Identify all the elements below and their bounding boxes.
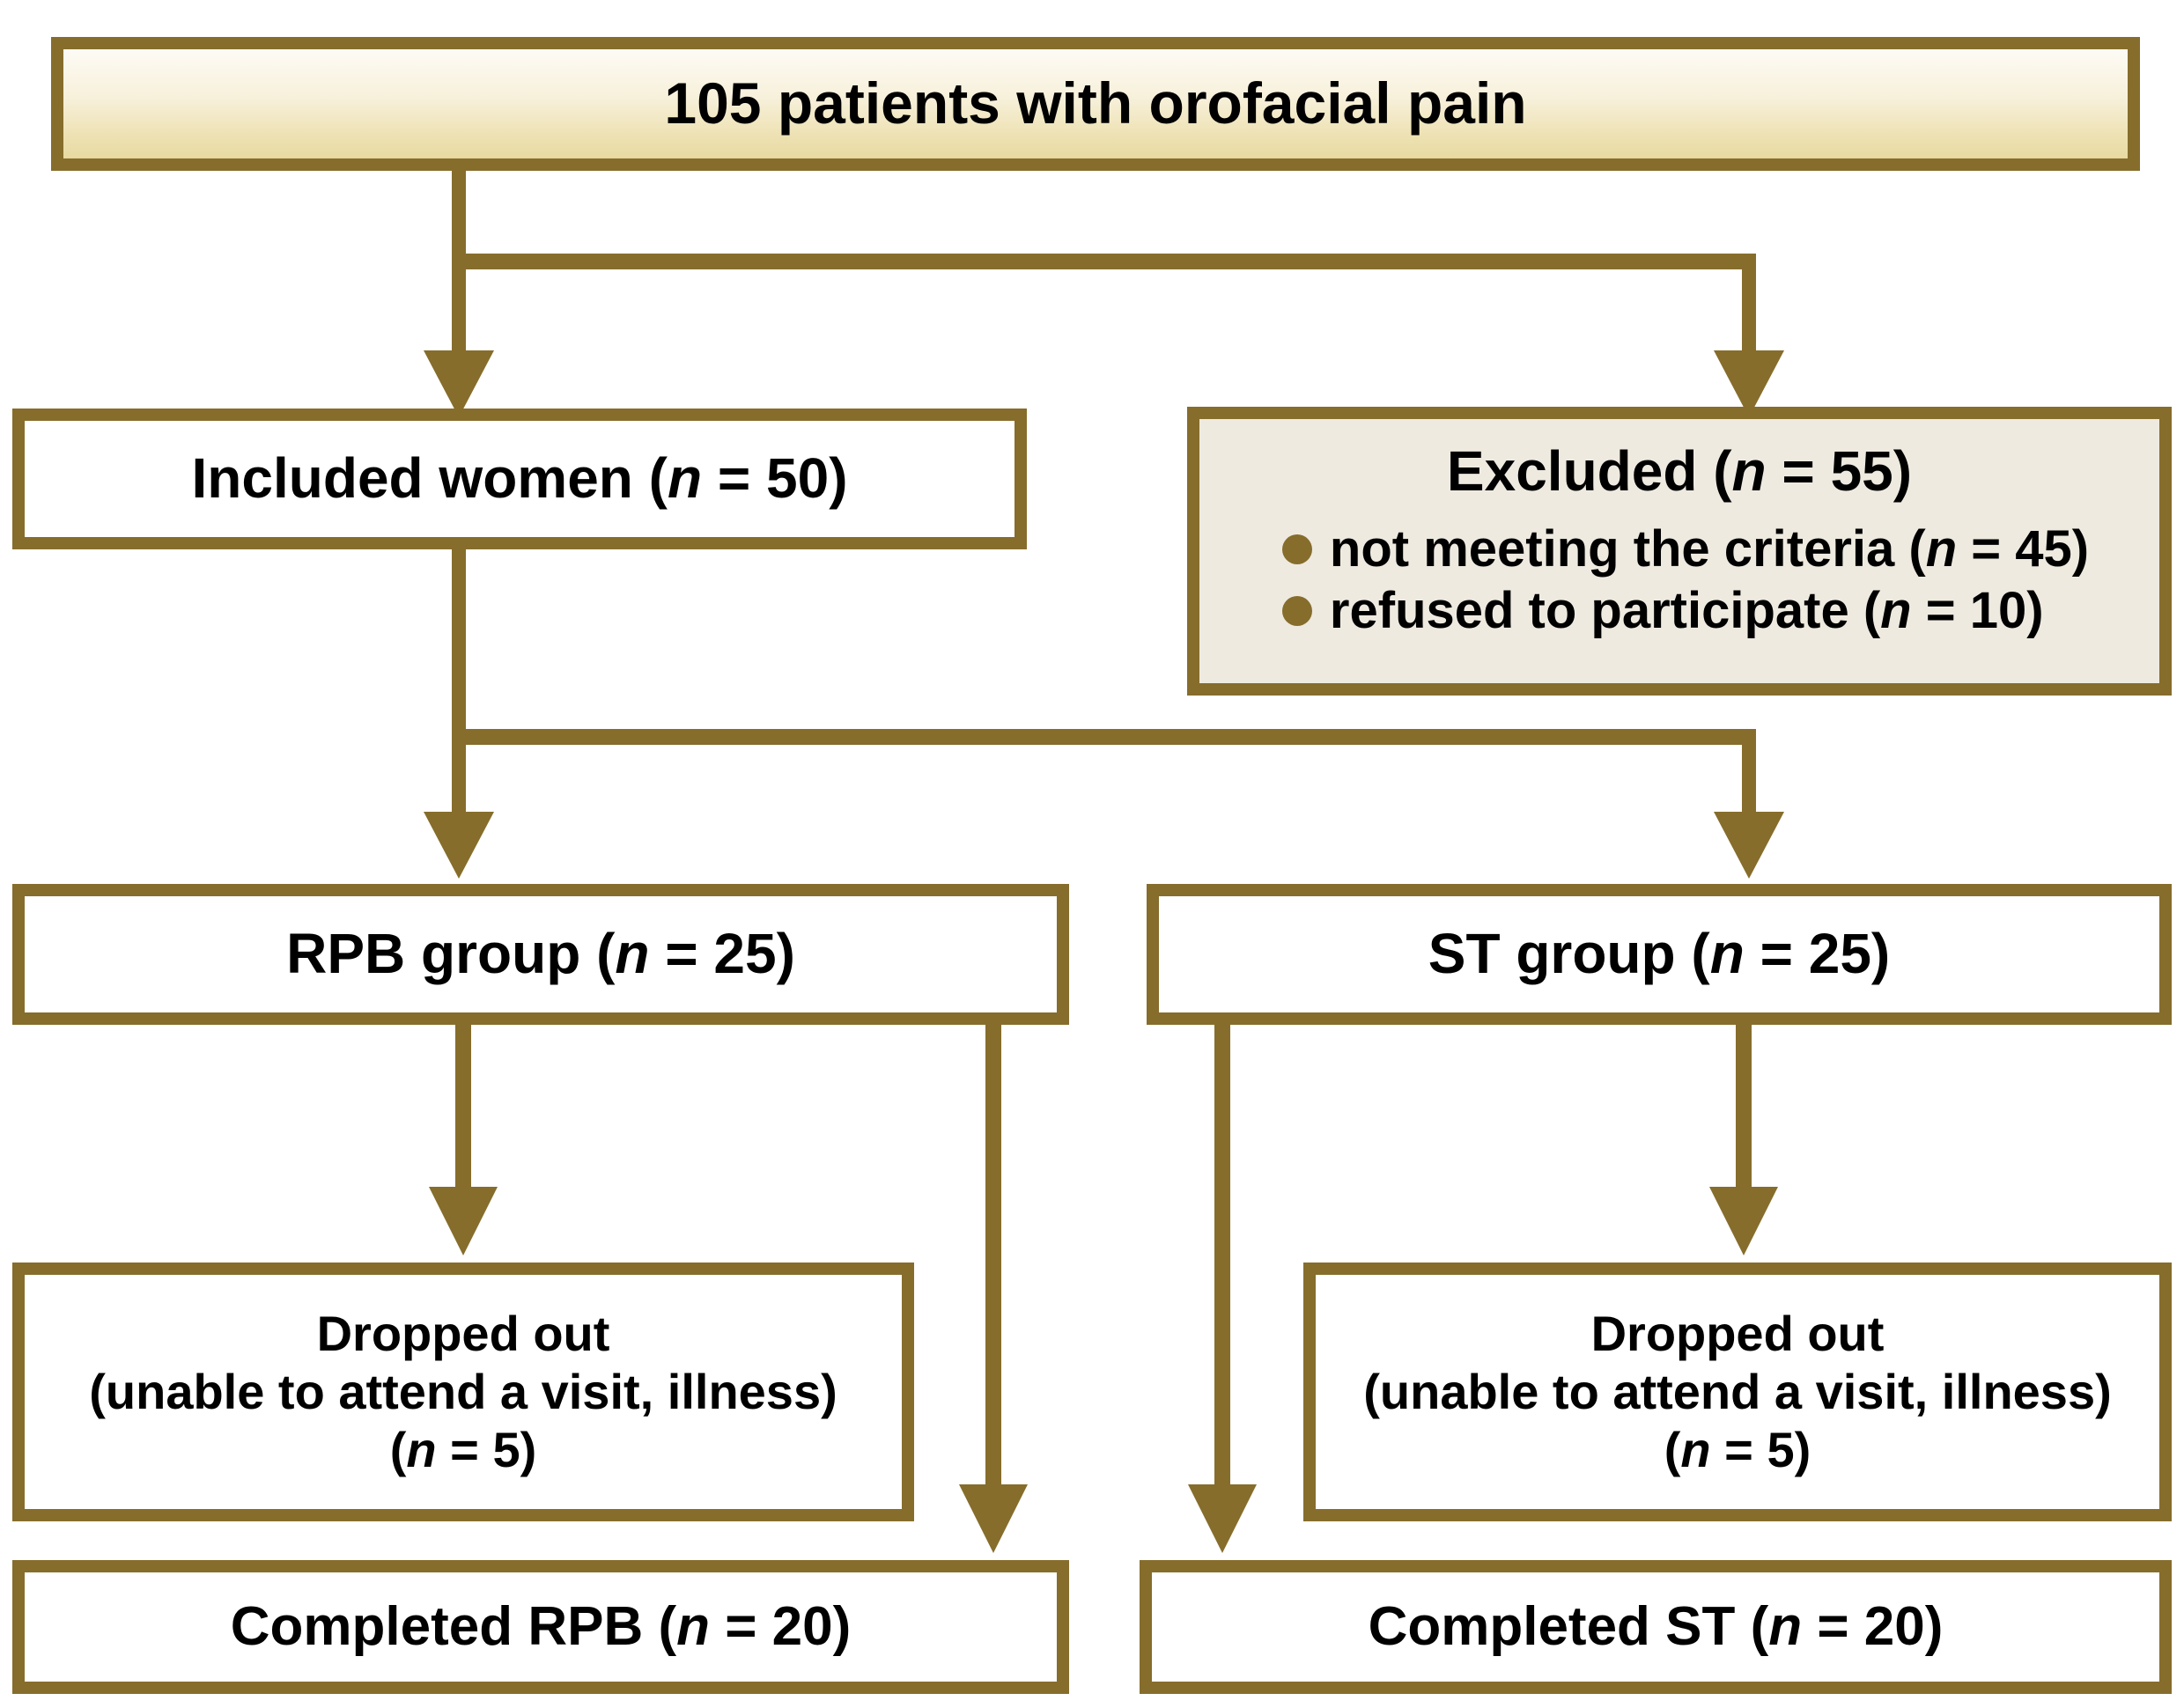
node-excluded-title: Excluded (n = 55): [1446, 439, 1913, 503]
arrowhead-to-dropped-rpb: [429, 1187, 498, 1255]
italic-n: n: [1709, 922, 1745, 986]
node-assessed-label: 105 patients with orofacial pain: [664, 70, 1527, 136]
node-included-label: Included women (n = 50): [191, 446, 848, 511]
connector-rpb-to-completed: [985, 1025, 1001, 1500]
arrowhead-to-completed-st: [1188, 1484, 1257, 1553]
dropped-line-3: (n = 5): [1664, 1422, 1811, 1478]
connector-stem-included: [452, 549, 466, 743]
connector-drop-top-left: [452, 254, 466, 377]
dropped-line-1: Dropped out: [316, 1305, 610, 1361]
dropped-line-2: (unable to attend a visit, illness): [89, 1363, 837, 1419]
list-item: refused to participate (n = 10): [1281, 581, 2089, 641]
node-st-group: ST group (n = 25): [1147, 884, 2172, 1025]
list-item: not meeting the criteria (n = 45): [1281, 519, 2090, 579]
node-completed-st-label: Completed ST (n = 20): [1368, 1596, 1944, 1658]
connector-st-to-dropped: [1736, 1025, 1752, 1201]
node-completed-st: Completed ST (n = 20): [1140, 1560, 2172, 1694]
arrowhead-to-st-group: [1714, 812, 1784, 879]
node-assessed-patients: 105 patients with orofacial pain: [51, 37, 2140, 171]
connector-drop-included-left: [452, 729, 466, 833]
arrowhead-to-dropped-st: [1709, 1187, 1778, 1255]
connector-drop-top-right: [1742, 254, 1756, 377]
node-st-group-label: ST group (n = 25): [1428, 922, 1891, 986]
dropped-line-3: (n = 5): [389, 1422, 537, 1478]
italic-n: n: [1768, 1596, 1803, 1658]
node-completed-rpb: Completed RPB (n = 20): [12, 1560, 1069, 1694]
connector-rpb-to-dropped: [455, 1025, 471, 1201]
connector-bar-included: [452, 729, 1756, 745]
connector-stem-top: [452, 171, 466, 268]
node-excluded: Excluded (n = 55) not meeting the criter…: [1187, 407, 2172, 696]
arrowhead-to-excluded: [1714, 350, 1784, 417]
node-rpb-group-label: RPB group (n = 25): [286, 922, 795, 986]
italic-n: n: [1731, 439, 1767, 503]
node-dropped-out-st: Dropped out (unable to attend a visit, i…: [1303, 1263, 2172, 1521]
node-included-women: Included women (n = 50): [12, 409, 1027, 549]
reason-text: not meeting the criteria (n = 45): [1329, 519, 2090, 578]
italic-n: n: [667, 446, 703, 511]
arrowhead-to-included: [424, 350, 494, 417]
italic-n: n: [1880, 581, 1912, 639]
node-completed-rpb-label: Completed RPB (n = 20): [230, 1596, 852, 1658]
node-rpb-group: RPB group (n = 25): [12, 884, 1069, 1025]
italic-n: n: [406, 1422, 437, 1478]
excluded-reason-list: not meeting the criteria (n = 45) refuse…: [1270, 518, 2089, 644]
reason-text: refused to participate (n = 10): [1329, 581, 2044, 639]
bullet-icon: [1281, 596, 1312, 627]
dropped-line-1: Dropped out: [1590, 1305, 1885, 1361]
node-dropped-out-rpb: Dropped out (unable to attend a visit, i…: [12, 1263, 914, 1521]
italic-n: n: [1925, 519, 1958, 578]
dropped-line-2: (unable to attend a visit, illness): [1363, 1363, 2112, 1419]
connector-drop-included-right: [1742, 729, 1756, 833]
bullet-icon: [1281, 534, 1312, 564]
italic-n: n: [1680, 1422, 1711, 1478]
connector-st-to-completed: [1214, 1025, 1230, 1500]
arrowhead-to-completed-rpb: [959, 1484, 1028, 1553]
italic-n: n: [615, 922, 650, 986]
arrowhead-to-rpb-group: [424, 812, 494, 879]
connector-bar-top: [452, 254, 1756, 269]
italic-n: n: [676, 1596, 710, 1658]
